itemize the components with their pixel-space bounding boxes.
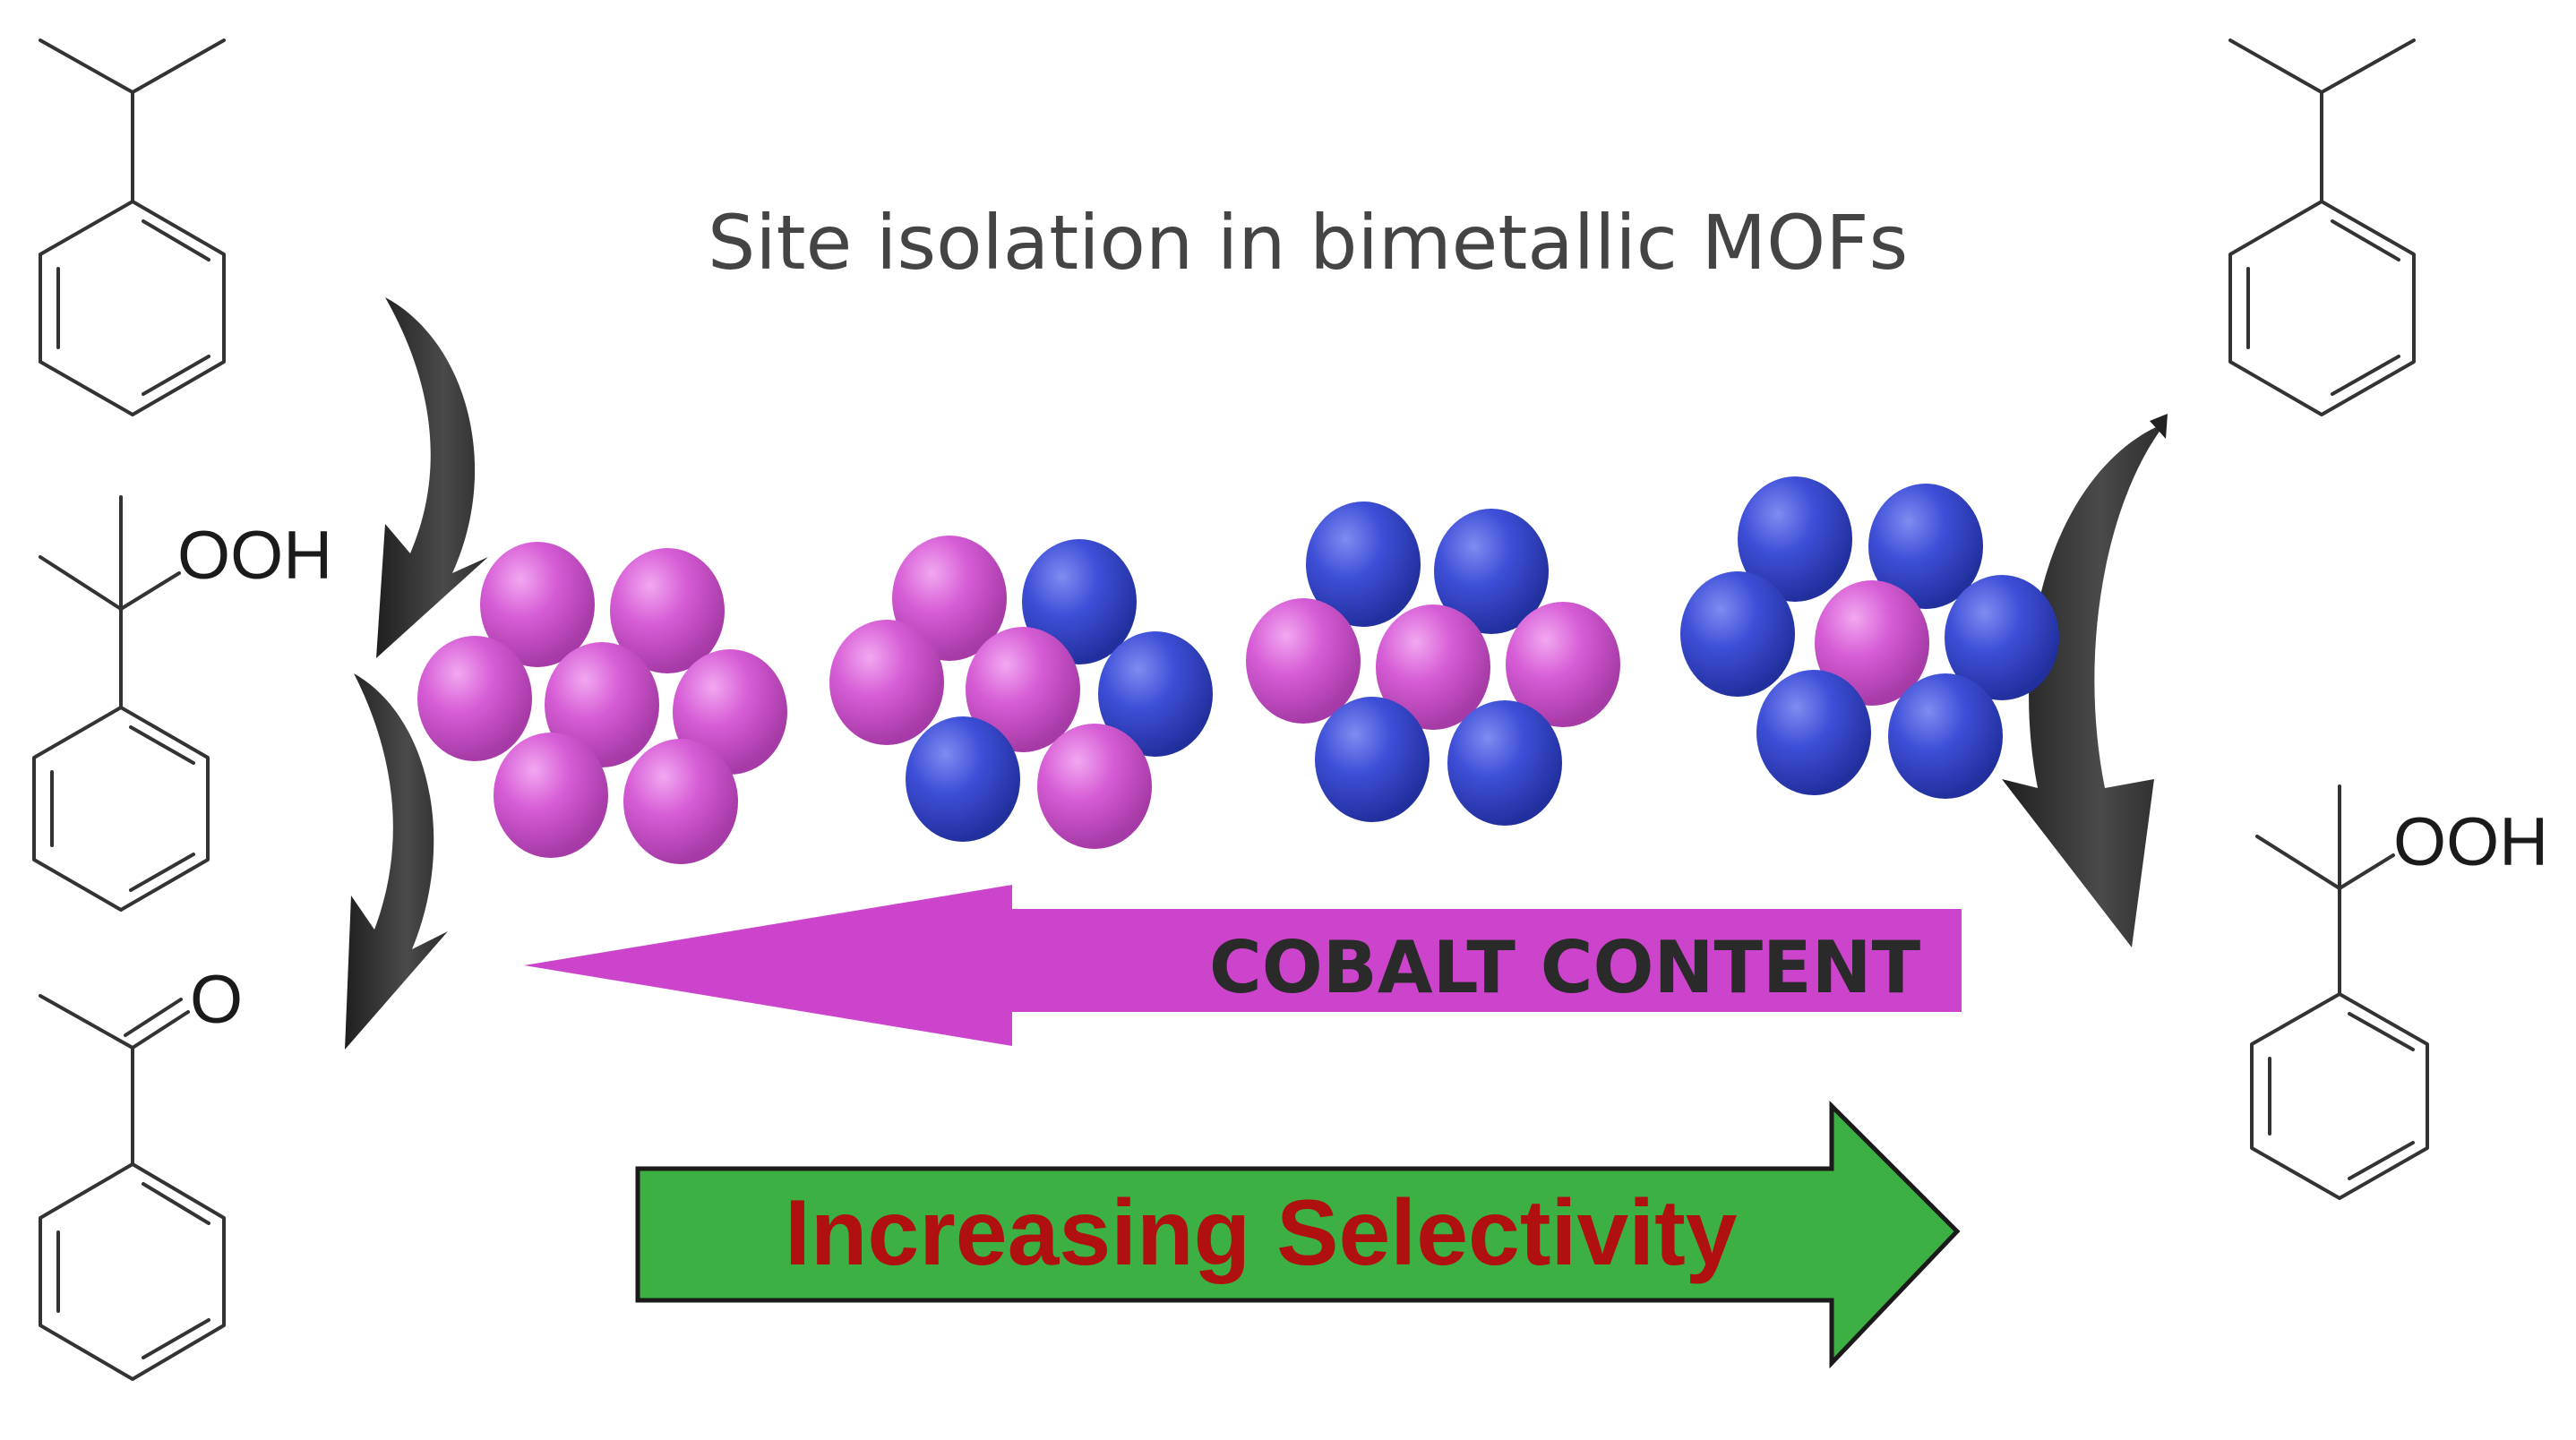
cobalt-sphere <box>1098 631 1213 757</box>
cobalt-sphere <box>906 716 1020 842</box>
cobalt-content-label: COBALT CONTENT <box>1209 926 1921 1009</box>
cobalt-sphere <box>1434 509 1549 634</box>
zinc-sphere <box>1506 602 1620 727</box>
right-curved-arrow <box>2002 414 2168 947</box>
cobalt-sphere <box>1756 670 1871 795</box>
cobalt-sphere <box>1738 476 1852 602</box>
ooh-label-right: OOH <box>2393 804 2548 880</box>
cobalt-sphere <box>1888 673 2003 799</box>
mof-cluster-3 <box>1246 501 1620 826</box>
ooh-label-left: OOH <box>177 518 332 594</box>
zinc-sphere <box>494 733 608 858</box>
cobalt-sphere <box>1447 700 1562 826</box>
left-molecules: OOH O <box>32 39 332 1381</box>
mof-cluster-2 <box>829 536 1213 849</box>
carbonyl-oxygen-label: O <box>190 962 243 1038</box>
zinc-sphere <box>1246 598 1361 724</box>
cobalt-sphere <box>1680 571 1795 697</box>
zinc-sphere <box>417 636 532 761</box>
mof-cluster-4 <box>1680 476 2059 799</box>
zinc-sphere <box>1376 604 1490 730</box>
cumene-molecule-right <box>2228 39 2416 416</box>
cumene-hydroperoxide-molecule-right: OOH <box>2250 784 2548 1200</box>
zinc-sphere <box>1815 580 1929 706</box>
curved-arrow-upper-left-icon <box>376 297 488 658</box>
selectivity-label: Increasing Selectivity <box>785 1181 1738 1285</box>
selectivity-arrow-shape <box>635 1100 1961 1369</box>
cobalt-content-arrow: COBALT CONTENT <box>524 885 1962 1046</box>
cumene-molecule-left <box>39 39 226 416</box>
mof-clusters <box>417 476 2059 864</box>
cobalt-arrow-shape <box>524 885 1962 1046</box>
zinc-sphere <box>610 548 725 673</box>
selectivity-arrow: Increasing Selectivity <box>635 1100 1961 1369</box>
zinc-sphere <box>623 739 738 864</box>
cumene-hydroperoxide-molecule-left: OOH <box>32 495 332 912</box>
curved-arrow-lower-left-icon <box>345 673 448 1050</box>
zinc-sphere <box>480 542 595 667</box>
cobalt-sphere <box>1868 484 1983 609</box>
acetophenone-molecule-left: O <box>39 962 243 1381</box>
zinc-sphere <box>545 642 659 767</box>
zinc-sphere <box>892 536 1007 661</box>
zinc-sphere <box>829 620 944 745</box>
cobalt-sphere <box>1022 539 1137 664</box>
zinc-sphere <box>966 627 1080 752</box>
cobalt-sphere <box>1315 697 1430 822</box>
curved-arrow-right-icon <box>2002 423 2166 947</box>
zinc-sphere <box>1037 724 1152 849</box>
diagram-title: Site isolation in bimetallic MOFs <box>708 199 1908 287</box>
cobalt-sphere <box>1306 501 1421 627</box>
left-curved-arrows <box>345 297 488 1050</box>
mof-cluster-1 <box>417 542 787 864</box>
cobalt-sphere <box>1945 575 2059 700</box>
right-molecules: OOH <box>2228 39 2548 1200</box>
